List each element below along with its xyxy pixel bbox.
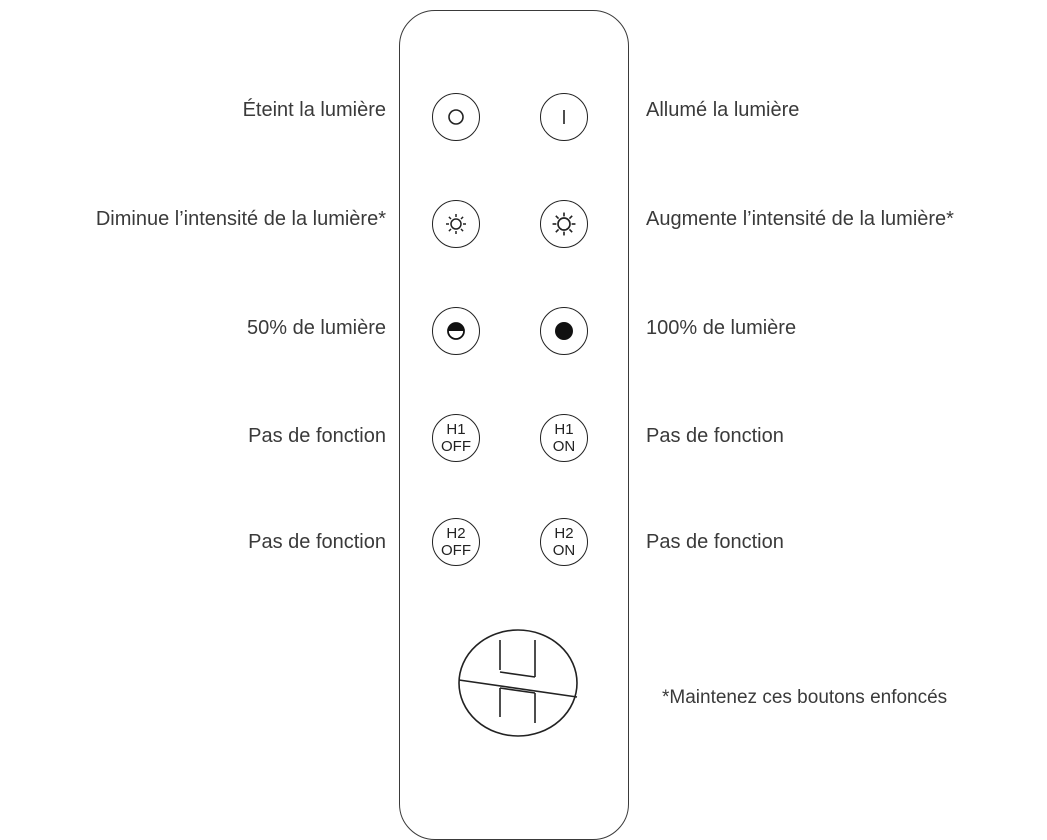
off-button[interactable] — [432, 93, 480, 141]
half-circle-icon — [447, 322, 465, 340]
sun-icon — [552, 212, 576, 236]
h1-off-text: H1 OFF — [441, 421, 471, 455]
h1-off-button[interactable]: H1 OFF — [432, 414, 480, 462]
footnote: *Maintenez ces boutons enfoncés — [662, 687, 948, 708]
label-full-light: 100% de lumière — [646, 317, 797, 339]
h2-off-button[interactable]: H2 OFF — [432, 518, 480, 566]
brighten-button[interactable] — [540, 200, 588, 248]
circle-off-icon — [448, 109, 464, 125]
dim-button[interactable] — [432, 200, 480, 248]
h2-off-text: H2 OFF — [441, 525, 471, 559]
label-no-function: Pas de fonction — [248, 425, 386, 447]
label-no-function: Pas de fonction — [646, 531, 784, 553]
filled-circle-icon — [555, 322, 573, 340]
h2-on-text: H2 ON — [552, 525, 576, 559]
label-no-function: Pas de fonction — [646, 425, 784, 447]
h1-on-text: H1 ON — [552, 421, 576, 455]
sun-icon — [446, 214, 466, 234]
h1-on-button[interactable]: H1 ON — [540, 414, 588, 462]
label-brighten: Augmente l’intensité de la lumière* — [646, 208, 954, 230]
label-turn-on: Allumé la lumière — [646, 99, 800, 121]
half-light-button[interactable] — [432, 307, 480, 355]
h-logo-icon — [458, 629, 578, 737]
label-dim: Diminue l’intensité de la lumière* — [95, 208, 386, 230]
label-turn-off: Éteint la lumière — [242, 99, 386, 121]
full-light-button[interactable] — [540, 307, 588, 355]
label-no-function: Pas de fonction — [248, 531, 386, 553]
label-half-light: 50% de lumière — [247, 317, 386, 339]
h2-on-button[interactable]: H2 ON — [540, 518, 588, 566]
line-on-icon — [563, 110, 565, 124]
on-button[interactable] — [540, 93, 588, 141]
